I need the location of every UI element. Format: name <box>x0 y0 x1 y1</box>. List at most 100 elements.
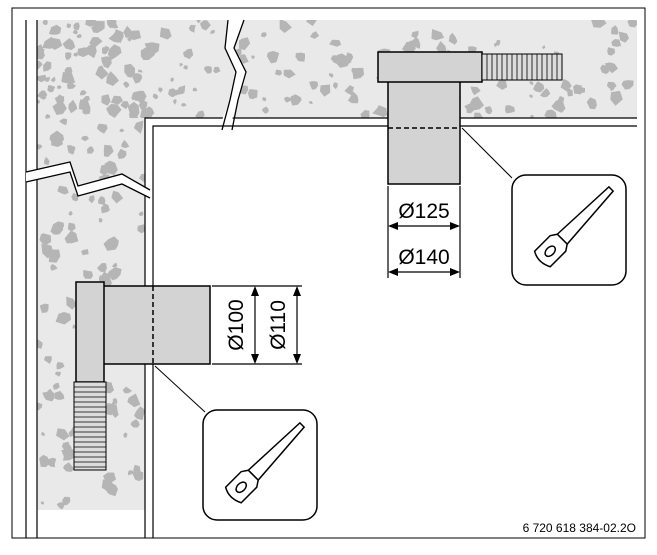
concrete-stone <box>139 173 145 183</box>
concrete-stone <box>128 110 137 118</box>
concrete-stone <box>98 65 104 69</box>
concrete-stone <box>68 99 78 114</box>
concrete-stone <box>103 472 116 484</box>
concrete-stone <box>468 96 484 111</box>
concrete-stone <box>91 24 101 33</box>
concrete-stone <box>61 448 77 461</box>
concrete-stone <box>84 44 97 59</box>
concrete-stone <box>67 222 76 232</box>
concrete-stone <box>600 64 610 75</box>
concrete-stone <box>542 45 546 49</box>
figure-number: 6 720 618 384-02.2O <box>523 521 636 535</box>
concrete-stone <box>627 20 637 28</box>
concrete-stone <box>97 263 107 272</box>
concrete-stone <box>61 441 71 452</box>
concrete-stone <box>251 55 255 60</box>
concrete-stone <box>46 457 57 468</box>
concrete-stone <box>196 20 201 24</box>
concrete-stone <box>290 94 302 106</box>
concrete-stone <box>62 73 76 84</box>
concrete-stone <box>98 217 103 223</box>
concrete-stone <box>573 84 582 95</box>
concrete-stone <box>72 324 77 329</box>
concrete-stone <box>529 81 534 86</box>
concrete-stone <box>81 135 89 142</box>
concrete-stone <box>337 57 347 67</box>
concrete-stone <box>111 262 118 268</box>
concrete-stone <box>62 496 71 506</box>
concrete-stone <box>131 95 136 101</box>
concrete-stone <box>140 108 151 118</box>
concrete-stone <box>137 69 143 73</box>
concrete-stone <box>120 101 130 110</box>
concrete-stone <box>213 66 221 74</box>
concrete-stone <box>37 60 43 70</box>
concrete-stone <box>123 25 134 39</box>
concrete-stone <box>71 192 79 202</box>
top-outer-diameter-label: Ø140 <box>398 246 449 269</box>
concrete-stone <box>37 339 43 349</box>
concrete-stone <box>88 195 95 204</box>
concrete-stone <box>83 270 94 279</box>
concrete-stone <box>52 382 60 390</box>
concrete-stone <box>39 454 51 468</box>
concrete-stone <box>309 81 319 90</box>
concrete-stone <box>309 101 313 104</box>
concrete-stone <box>56 428 70 441</box>
concrete-stone <box>112 398 118 405</box>
concrete-stone <box>260 32 267 38</box>
concrete-stone <box>320 84 331 97</box>
concrete-stone <box>305 20 317 27</box>
concrete-stone <box>344 85 355 96</box>
concrete-stone <box>183 65 188 70</box>
concrete-stone <box>95 66 109 80</box>
concrete-stone <box>137 224 145 234</box>
concrete-stone <box>284 96 293 103</box>
concrete-stone <box>448 32 458 45</box>
concrete-stone <box>50 264 58 271</box>
left-inner-diameter-label: Ø100 <box>225 299 248 350</box>
concrete-stone <box>54 371 61 377</box>
concrete-stone <box>77 47 89 58</box>
concrete-stone <box>210 29 215 34</box>
concrete-stone <box>64 230 79 244</box>
concrete-stone <box>566 88 573 97</box>
concrete-stone <box>140 47 155 60</box>
concrete-stone <box>114 29 124 44</box>
concrete-stone <box>283 70 291 76</box>
concrete-stone <box>133 120 144 134</box>
saw-icon <box>224 421 306 504</box>
left-flue-pipe <box>73 281 211 471</box>
concrete-stone <box>42 36 54 49</box>
concrete-stone <box>123 432 128 438</box>
concrete-stone <box>107 267 122 281</box>
concrete-stone <box>351 67 357 74</box>
concrete-stone <box>56 85 62 89</box>
concrete-stone <box>103 236 119 251</box>
concrete-stone <box>179 63 184 67</box>
concrete-stone <box>40 501 45 505</box>
concrete-stone <box>275 69 281 76</box>
concrete-stone <box>107 44 122 61</box>
concrete-stone <box>464 103 475 114</box>
concrete-stone <box>41 431 46 437</box>
concrete-stone <box>468 46 477 53</box>
concrete-stone <box>530 115 534 118</box>
concrete-stone <box>533 81 545 93</box>
concrete-stone <box>45 77 51 82</box>
concrete-stone <box>67 145 76 154</box>
concrete-stone <box>47 85 56 93</box>
concrete-stone <box>43 61 52 72</box>
concrete-stone <box>129 35 137 41</box>
concrete-stone <box>247 89 258 100</box>
concrete-stone <box>159 27 172 40</box>
concrete-stone <box>44 356 52 364</box>
concrete-stone <box>199 20 211 31</box>
concrete-stone <box>73 52 78 57</box>
concrete-stone <box>87 146 95 154</box>
concrete-stone <box>76 34 82 38</box>
concrete-stone <box>103 144 114 157</box>
concrete-stone <box>401 40 416 54</box>
concrete-stone <box>332 82 338 90</box>
